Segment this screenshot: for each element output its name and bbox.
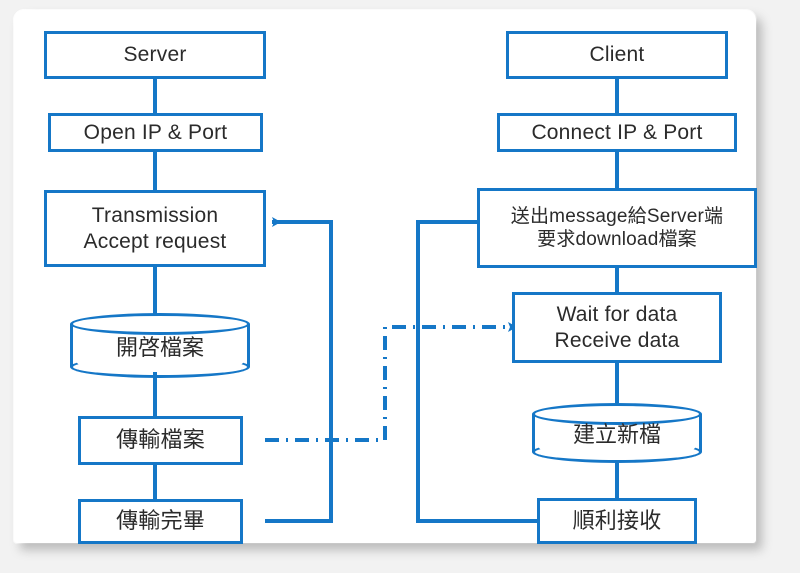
node-connect-ip-port-label: Connect IP & Port bbox=[531, 120, 703, 144]
node-open-file-label: 開啓檔案 bbox=[115, 334, 204, 360]
node-connect-ip-port[interactable]: Connect IP & Port bbox=[497, 113, 737, 152]
node-receive-ok[interactable]: 順利接收 bbox=[537, 498, 697, 544]
node-transmission-accept-request[interactable]: Transmission Accept request bbox=[44, 190, 266, 267]
node-send-message-line2: 要求download檔案 bbox=[537, 229, 697, 250]
node-transfer-file[interactable]: 傳輸檔案 bbox=[78, 416, 243, 465]
node-server-header-label: Server bbox=[123, 43, 187, 67]
node-receive-ok-label: 順利接收 bbox=[572, 507, 662, 533]
node-create-file-datastore[interactable]: 建立新檔 bbox=[532, 403, 702, 463]
node-open-ip-port[interactable]: Open IP & Port bbox=[48, 113, 263, 152]
node-client-header[interactable]: Client bbox=[506, 31, 728, 79]
node-create-file-label: 建立新檔 bbox=[572, 422, 661, 447]
node-transfer-file-label: 傳輸檔案 bbox=[116, 427, 205, 453]
node-server-header[interactable]: Server bbox=[44, 31, 266, 79]
node-open-ip-port-label: Open IP & Port bbox=[83, 120, 228, 144]
wire-server-loop bbox=[265, 217, 333, 523]
node-send-message-line1: 送出message給Server端 bbox=[510, 205, 724, 227]
node-transmission-line1: Transmission bbox=[91, 203, 219, 227]
node-transfer-done[interactable]: 傳輸完畢 bbox=[78, 499, 243, 544]
node-transfer-done-label: 傳輸完畢 bbox=[116, 508, 205, 534]
cylinder-bottom-ellipse bbox=[532, 441, 702, 463]
node-client-header-label: Client bbox=[589, 43, 645, 67]
cylinder-top-ellipse bbox=[70, 313, 250, 335]
node-wait-line1: Wait for data bbox=[556, 302, 678, 326]
node-transmission-line2: Accept request bbox=[83, 229, 227, 253]
cylinder-top-ellipse bbox=[532, 403, 702, 425]
cylinder-bottom-ellipse bbox=[70, 356, 250, 378]
node-wait-receive-data[interactable]: Wait for data Receive data bbox=[512, 292, 722, 363]
node-wait-line2: Receive data bbox=[554, 328, 680, 352]
node-send-message-request-download[interactable]: 送出message給Server端 要求download檔案 bbox=[477, 188, 757, 268]
wire-data-transfer-dashdot bbox=[265, 322, 517, 442]
node-open-file-datastore[interactable]: 開啓檔案 bbox=[70, 313, 250, 378]
